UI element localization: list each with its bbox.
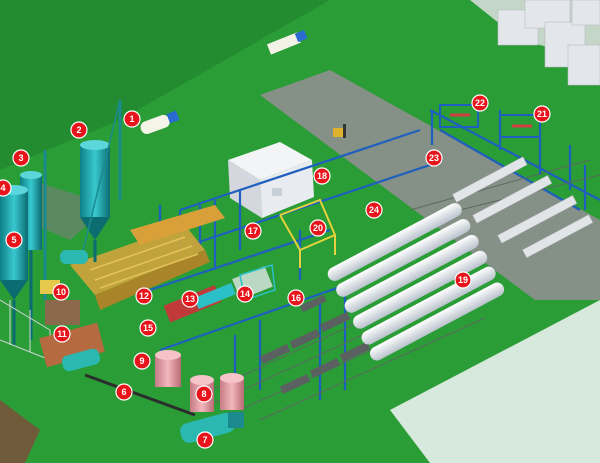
callout-23: 23	[426, 150, 442, 166]
callout-label: 7	[202, 435, 207, 445]
callout-label: 8	[201, 389, 206, 399]
callout-label: 9	[139, 356, 144, 366]
callout-12: 12	[136, 288, 152, 304]
callout-label: 22	[475, 98, 485, 108]
callout-5: 5	[6, 232, 22, 248]
callout-11: 11	[54, 326, 70, 342]
callout-label: 11	[57, 329, 67, 339]
callout-label: 14	[240, 289, 250, 299]
callout-10: 10	[53, 284, 69, 300]
callout-14: 14	[237, 286, 253, 302]
callout-17: 17	[245, 223, 261, 239]
callout-9: 9	[134, 353, 150, 369]
callout-22: 22	[472, 95, 488, 111]
callout-15: 15	[140, 320, 156, 336]
callout-label: 5	[11, 235, 16, 245]
callout-label: 16	[291, 293, 301, 303]
callout-label: 13	[185, 294, 195, 304]
callout-19: 19	[455, 272, 471, 288]
callout-label: 20	[313, 223, 323, 233]
callout-label: 6	[121, 387, 126, 397]
callout-label: 17	[248, 226, 258, 236]
callout-1: 1	[124, 111, 140, 127]
callout-21: 21	[534, 106, 550, 122]
callout-7: 7	[197, 432, 213, 448]
callout-6: 6	[116, 384, 132, 400]
callout-label: 23	[429, 153, 439, 163]
callout-label: 2	[76, 125, 81, 135]
callout-label: 4	[0, 183, 5, 193]
callout-16: 16	[288, 290, 304, 306]
callout-label: 10	[56, 287, 66, 297]
callout-label: 1	[129, 114, 134, 124]
callout-label: 3	[18, 153, 23, 163]
callout-label: 21	[537, 109, 547, 119]
callout-2: 2	[71, 122, 87, 138]
callout-20: 20	[310, 220, 326, 236]
callout-24: 24	[366, 202, 382, 218]
callout-8: 8	[196, 386, 212, 402]
callout-label: 15	[143, 323, 153, 333]
callout-18: 18	[314, 168, 330, 184]
callout-3: 3	[13, 150, 29, 166]
callout-13: 13	[182, 291, 198, 307]
callout-label: 24	[369, 205, 379, 215]
callout-label: 18	[317, 171, 327, 181]
callout-4: 4	[0, 180, 11, 196]
callout-label: 19	[458, 275, 468, 285]
callout-label: 12	[139, 291, 149, 301]
